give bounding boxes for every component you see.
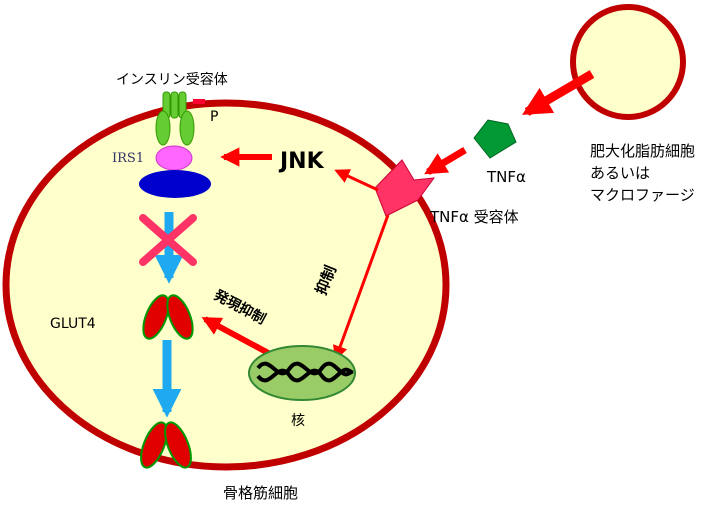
skeletal-muscle-cell-label: 骨格筋細胞 bbox=[223, 484, 298, 502]
irs1-shape bbox=[155, 145, 193, 171]
insulin-receptor-shape bbox=[155, 91, 195, 146]
adipocyte-circle bbox=[570, 4, 686, 120]
tnf-receptor-shape bbox=[374, 159, 436, 217]
source-label-line1: 肥大化脂肪細胞 bbox=[590, 142, 695, 160]
receptor-to-nucleus-arrow bbox=[333, 214, 390, 361]
glut4-label: GLUT4 bbox=[50, 316, 96, 332]
nucleus-shape bbox=[248, 345, 356, 401]
tnf-alpha-label: TNFα bbox=[486, 168, 526, 186]
tnf-receptor-label: TNFα 受容体 bbox=[429, 208, 519, 226]
binding-arrow bbox=[424, 146, 467, 176]
dna-icon bbox=[256, 361, 354, 383]
source-label-line3: マクロファージ bbox=[590, 186, 695, 204]
source-label-line2: あるいは bbox=[590, 164, 650, 182]
receptor-base bbox=[139, 170, 211, 198]
irs1-label: IRS1 bbox=[112, 151, 144, 166]
glut4-upper-shape bbox=[142, 294, 194, 340]
tnf-alpha-molecule bbox=[473, 119, 517, 159]
jnk-label: JNK bbox=[278, 149, 325, 174]
block-x-icon bbox=[139, 214, 197, 266]
nucleus-label: 核 bbox=[291, 413, 305, 429]
receptor-to-jnk-arrow bbox=[334, 169, 379, 192]
insulin-receptor-label: インスリン受容体 bbox=[116, 71, 228, 88]
glut4-membrane-shape bbox=[140, 421, 192, 469]
phospho-label: P bbox=[210, 109, 218, 125]
phosphate-mark bbox=[193, 99, 205, 104]
secretion-arrow bbox=[522, 70, 595, 116]
